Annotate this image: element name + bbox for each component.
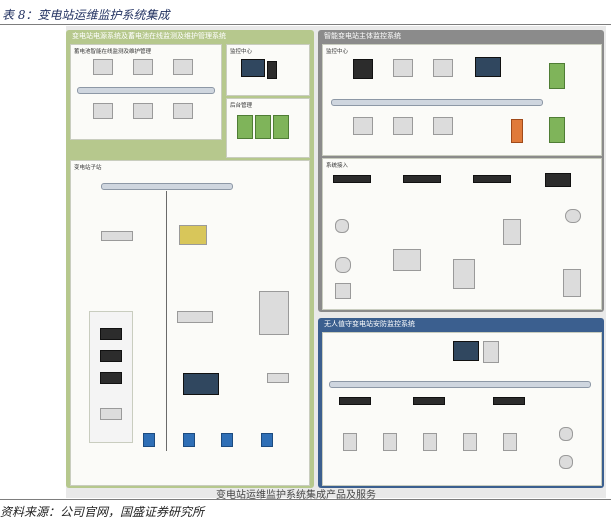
camera-icon	[335, 283, 351, 299]
monitor-icon	[241, 59, 265, 77]
monitor-icon	[475, 57, 501, 77]
figure-caption: 表 8：变电站运维监护系统集成	[2, 8, 170, 22]
switch-icon	[473, 175, 511, 183]
module-icon	[100, 408, 122, 420]
server-rack-icon	[237, 115, 253, 139]
server-rack-icon	[549, 117, 565, 143]
firewall-icon	[511, 119, 523, 143]
server-icon	[393, 59, 413, 77]
control-center-label: 监控中心	[326, 49, 349, 55]
system-access-box: 系统接入	[322, 158, 602, 310]
router-icon	[545, 173, 571, 187]
battery-icon	[100, 372, 122, 384]
security-box	[322, 332, 602, 486]
nvr-icon	[413, 397, 445, 405]
top-rule	[0, 24, 611, 25]
substation-box: 变电站子站	[70, 160, 310, 486]
server-rack-icon	[255, 115, 271, 139]
right-top-panel-title: 智能变电站主体监控系统	[324, 32, 401, 40]
server-icon	[433, 117, 453, 135]
device-icon	[101, 231, 133, 241]
battery-icon	[100, 350, 122, 362]
network-bus	[331, 99, 543, 106]
nvr-icon	[339, 397, 371, 405]
fan-icon	[393, 249, 421, 271]
connector-line	[166, 191, 167, 451]
network-bus	[77, 87, 215, 94]
bottom-rule	[0, 499, 611, 500]
battery-icon	[100, 328, 122, 340]
server-icon	[353, 117, 373, 135]
device-icon	[261, 433, 273, 447]
sensor-icon	[267, 373, 289, 383]
monitor-center-box: 监控中心	[226, 44, 310, 96]
device-icon	[143, 433, 155, 447]
controller-icon	[179, 225, 207, 245]
alarm-icon	[423, 433, 437, 451]
substation-label: 变电站子站	[74, 165, 102, 171]
network-bus	[329, 381, 591, 388]
server-icon	[393, 117, 413, 135]
server-icon	[133, 103, 153, 119]
camera-icon	[335, 219, 349, 233]
system-access-label: 系统接入	[326, 163, 349, 169]
control-center-box: 监控中心	[322, 44, 602, 156]
cabinet-icon	[259, 291, 289, 335]
alarm-icon	[503, 433, 517, 451]
battery-group-box	[89, 311, 133, 443]
server-icon	[173, 59, 193, 75]
camera-icon	[559, 455, 573, 469]
left-panel-title: 变电站电源系统及蓄电池在线监测及维护管理系统	[72, 32, 226, 40]
server-icon	[133, 59, 153, 75]
camera-icon	[565, 209, 581, 223]
monitor-icon	[453, 341, 479, 361]
sensor-cabinet-icon	[453, 259, 475, 289]
server-icon	[173, 103, 193, 119]
left-panel: 变电站电源系统及蓄电池在线监测及维护管理系统 蓄电池智能在线监测及维护管理 监控…	[66, 30, 314, 488]
pc-tower-icon	[267, 61, 277, 79]
right-bottom-panel: 无人值守变电站安防监控系统	[318, 318, 604, 488]
sensor-icon	[503, 219, 521, 245]
diagram-figure: 变电站电源系统及蓄电池在线监测及维护管理系统 蓄电池智能在线监测及维护管理 监控…	[66, 26, 606, 501]
camera-icon	[335, 257, 351, 273]
figure-subtitle: 变电站运维监护系统集成产品及服务	[216, 490, 376, 501]
network-bus	[101, 183, 233, 190]
server-icon	[483, 341, 499, 363]
camera-view-icon	[183, 373, 219, 395]
switch-icon	[177, 311, 213, 323]
server-icon	[433, 59, 453, 77]
server-icon	[353, 59, 373, 79]
switch-icon	[403, 175, 441, 183]
switch-icon	[333, 175, 371, 183]
monitor-center-label: 监控中心	[230, 49, 253, 55]
battery-monitor-box: 蓄电池智能在线监测及维护管理	[70, 44, 222, 140]
server-rack-icon	[273, 115, 289, 139]
backend-label: 后台管理	[230, 103, 253, 109]
battery-monitor-label: 蓄电池智能在线监测及维护管理	[74, 49, 152, 55]
server-rack-icon	[549, 63, 565, 89]
server-icon	[93, 59, 113, 75]
server-icon	[93, 103, 113, 119]
device-icon	[221, 433, 233, 447]
alarm-icon	[383, 433, 397, 451]
right-bottom-panel-title: 无人值守变电站安防监控系统	[324, 320, 415, 328]
device-icon	[183, 433, 195, 447]
source-note: 资料来源：公司官网，国盛证券研究所	[0, 505, 205, 519]
camera-icon	[559, 427, 573, 441]
right-top-panel: 智能变电站主体监控系统 监控中心 系统接入	[318, 30, 604, 312]
alarm-icon	[343, 433, 357, 451]
backend-box: 后台管理	[226, 98, 310, 158]
robot-icon	[563, 269, 581, 297]
nvr-icon	[493, 397, 525, 405]
alarm-icon	[463, 433, 477, 451]
